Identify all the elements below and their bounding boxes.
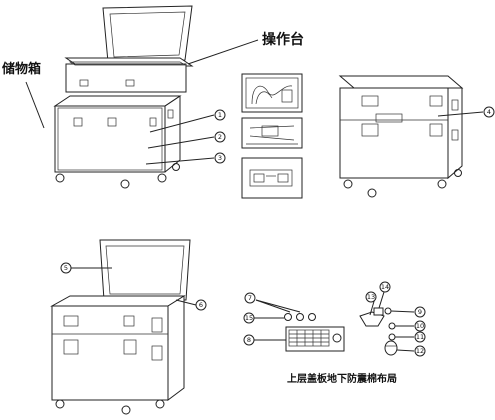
- foam-insert-tools: [241, 117, 303, 149]
- layout-caption: 上层盖板地下防震棉布局: [287, 372, 397, 385]
- callout-10: 10: [414, 320, 426, 332]
- callout-5: 5: [60, 262, 72, 274]
- svg-text:13: 13: [367, 293, 375, 301]
- callout-2: 2: [214, 131, 226, 143]
- svg-text:15: 15: [245, 314, 253, 322]
- callout-7: 7: [244, 292, 256, 304]
- callout-15: 15: [243, 312, 255, 324]
- svg-text:11: 11: [416, 333, 424, 341]
- svg-text:7: 7: [248, 294, 252, 302]
- callout-9: 9: [414, 306, 426, 318]
- panel-layout: [284, 307, 398, 356]
- callout-6: 6: [195, 299, 207, 311]
- foam-insert-device: [241, 157, 303, 199]
- callout-12: 12: [414, 345, 426, 357]
- callout-3: 3: [214, 152, 226, 164]
- svg-text:8: 8: [247, 336, 251, 344]
- console-label: 操作台: [262, 31, 304, 48]
- callout-11: 11: [414, 331, 426, 343]
- svg-text:1: 1: [218, 111, 222, 119]
- storage-box-label: 储物箱: [1, 61, 41, 77]
- open-case: [50, 239, 191, 415]
- svg-text:9: 9: [418, 308, 422, 316]
- svg-text:12: 12: [416, 347, 424, 355]
- svg-text:10: 10: [416, 322, 424, 330]
- svg-text:14: 14: [381, 283, 389, 291]
- callout-1: 1: [214, 109, 226, 121]
- closed-case: [338, 75, 464, 198]
- callout-4: 4: [483, 106, 495, 118]
- foam-insert-cables: [241, 73, 303, 113]
- callout-14: 14: [379, 281, 391, 293]
- svg-text:3: 3: [218, 154, 222, 162]
- callout-8: 8: [243, 334, 255, 346]
- svg-text:5: 5: [64, 264, 68, 272]
- svg-text:6: 6: [199, 301, 203, 309]
- svg-text:2: 2: [218, 133, 222, 141]
- console-unit: [64, 5, 194, 93]
- svg-text:4: 4: [487, 108, 491, 116]
- storage-box-frame: [53, 95, 182, 189]
- callout-13: 13: [365, 291, 377, 303]
